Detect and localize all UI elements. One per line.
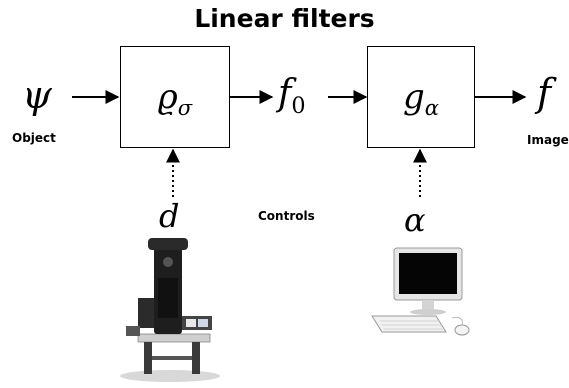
filter2-symbol: gα (403, 77, 439, 121)
image-label: Image (527, 133, 569, 147)
controls-label: Controls (258, 209, 315, 223)
filter1-box: ϱσ (120, 46, 230, 148)
diagram-title: Linear filters (194, 4, 375, 33)
computer-illustration (371, 247, 470, 336)
control-d-symbol: d (159, 197, 180, 235)
filter2-box: gα (367, 46, 475, 148)
filter1-symbol: ϱσ (157, 77, 193, 121)
object-label: Object (12, 131, 56, 145)
image-symbol: f (537, 71, 552, 115)
intermediate-symbol: f0 (278, 73, 306, 119)
microscope-illustration (120, 238, 220, 382)
control-alpha-symbol: α (404, 201, 426, 239)
object-symbol: ψ (22, 73, 52, 117)
